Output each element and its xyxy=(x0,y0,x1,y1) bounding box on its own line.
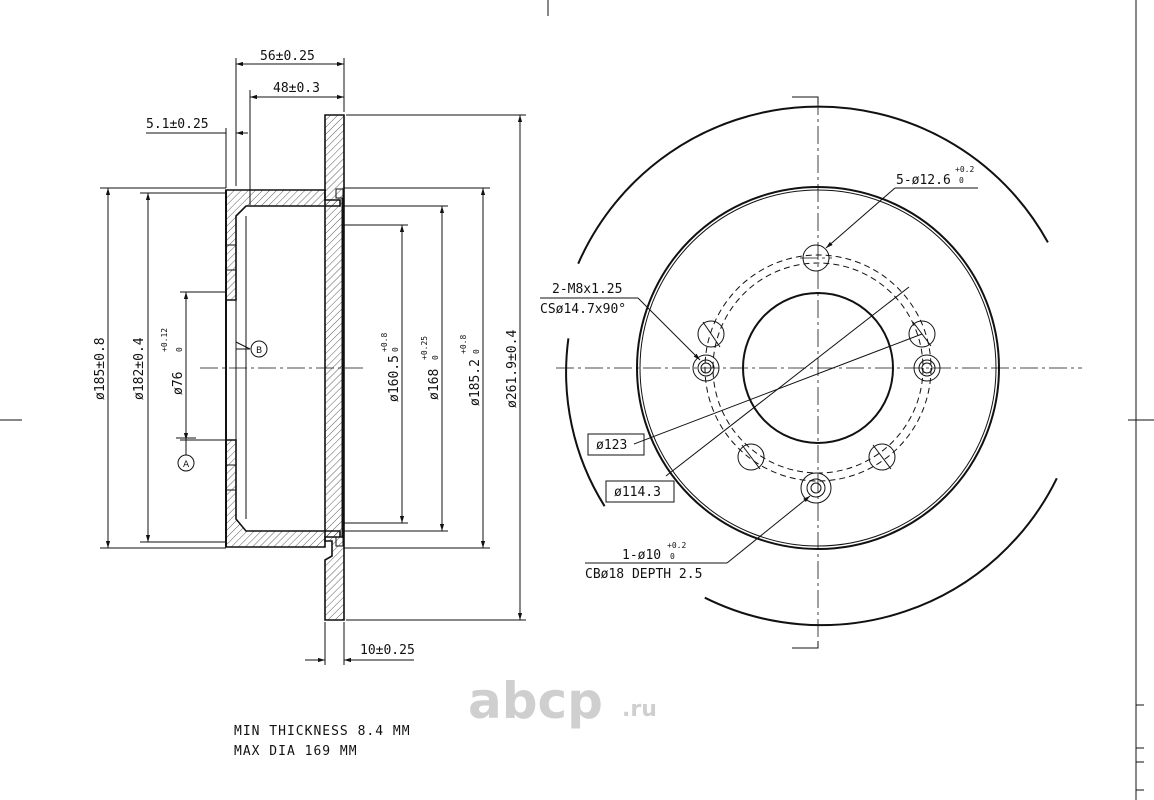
holes-tol-plus: +0.2 xyxy=(955,165,974,174)
thread-callout-line2: CSø14.7x90° xyxy=(540,302,626,317)
center-hole-callout-line1: 1-ø10 xyxy=(622,548,661,563)
dim-dia-160-tol-zero: 0 xyxy=(391,347,400,352)
note-min-thickness: MIN THICKNESS 8.4 MM xyxy=(234,724,411,739)
hole-lower-left xyxy=(737,443,765,471)
dim-overall-width: 56±0.25 xyxy=(260,49,315,64)
side-section-view: 56±0.25 48±0.3 5.1±0.25 10±0.25 ø185±0.8… xyxy=(93,49,526,665)
datum-a-label: A xyxy=(183,460,190,470)
dim-dia-185-2: ø185.2 xyxy=(468,359,483,406)
bolt-circle-123-label: ø123 xyxy=(596,438,627,453)
dim-hat-depth: 48±0.3 xyxy=(273,81,320,96)
dim-dia-76: ø76 xyxy=(171,372,186,395)
watermark-logo: abcp .ru xyxy=(468,672,657,730)
hole-lower-right xyxy=(868,443,896,471)
dim-dia-168-tol-zero: 0 xyxy=(431,355,440,360)
hat-lower-section xyxy=(225,439,341,548)
dim-dia-185-2-tol-plus: +0.8 xyxy=(459,335,468,354)
disc-outer-arc-upper xyxy=(577,105,1049,265)
center-hole-bottom xyxy=(800,472,832,504)
dim-dia-168: ø168 xyxy=(427,369,442,400)
watermark-brand: abcp xyxy=(468,672,603,730)
datum-b-marker xyxy=(250,340,268,358)
center-hole-tol-plus: +0.2 xyxy=(667,541,686,550)
bolt-circle-123-box xyxy=(587,433,645,456)
thread-callout-line1: 2-M8x1.25 xyxy=(552,282,622,297)
center-hole-tol-zero: 0 xyxy=(670,552,675,561)
disc-ring-section xyxy=(324,114,345,621)
datum-b-label: B xyxy=(256,346,262,356)
dim-disc-thickness: 10±0.25 xyxy=(360,643,415,658)
dim-dia-76-tol-zero: 0 xyxy=(175,347,184,352)
thread-hole-left xyxy=(692,354,720,382)
center-hole-callout-line2: CBø18 DEPTH 2.5 xyxy=(585,567,702,582)
dim-dia-160-tol-plus: +0.8 xyxy=(380,333,389,352)
dim-dia-182: ø182±0.4 xyxy=(132,337,147,400)
holes-tol-zero: 0 xyxy=(959,176,964,185)
front-view: 5-ø12.6 +0.2 0 2-M8x1.25 CSø14.7x90° ø12… xyxy=(540,96,1082,649)
dim-dia-261: ø261.9±0.4 xyxy=(505,330,520,408)
dim-dia-168-tol-plus: +0.25 xyxy=(420,336,429,360)
holes-callout: 5-ø12.6 xyxy=(896,173,951,188)
dim-dia-160: ø160.5 xyxy=(387,355,402,402)
thread-hole-right xyxy=(913,354,941,382)
bolt-circle-114-box xyxy=(605,480,675,503)
dim-dia-76-tol-plus: +0.12 xyxy=(160,328,169,352)
disc-outer-arc-left xyxy=(565,338,606,507)
dim-flange-thickness: 5.1±0.25 xyxy=(146,117,209,132)
datum-a-marker xyxy=(177,454,195,472)
hole-upper-left xyxy=(697,320,725,348)
bolt-circle-114-label: ø114.3 xyxy=(614,485,661,500)
watermark-tld: .ru xyxy=(622,697,657,722)
dim-dia-185-2-tol-zero: 0 xyxy=(472,349,481,354)
dim-dia-185: ø185±0.8 xyxy=(93,337,108,400)
hole-top xyxy=(800,244,832,272)
note-max-dia: MAX DIA 169 MM xyxy=(234,744,358,759)
disc-outer-arc-lower xyxy=(704,477,1058,627)
hat-upper-section xyxy=(225,189,341,301)
